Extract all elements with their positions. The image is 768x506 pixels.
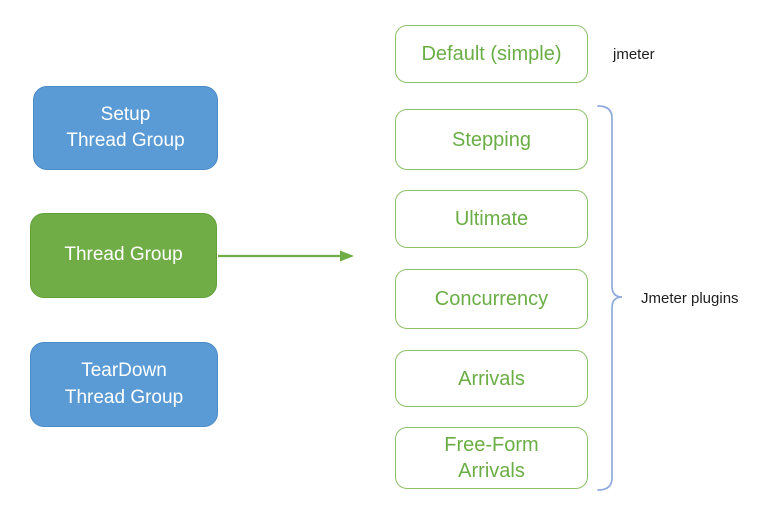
default-simple-box: Default (simple)	[395, 25, 588, 83]
teardown-thread-group-box: TearDown Thread Group	[30, 342, 218, 427]
thread-group-box: Thread Group	[30, 213, 217, 298]
right-curly-brace-icon	[597, 105, 623, 491]
jmeter-plugins-label: Jmeter plugins	[641, 290, 739, 307]
ultimate-box: Ultimate	[395, 190, 588, 248]
free-form-arrivals-box: Free-Form Arrivals	[395, 427, 588, 489]
arrivals-box: Arrivals	[395, 350, 588, 407]
flow-arrow-icon	[218, 250, 354, 262]
concurrency-box: Concurrency	[395, 269, 588, 329]
jmeter-label: jmeter	[613, 46, 655, 63]
setup-thread-group-box: Setup Thread Group	[33, 86, 218, 170]
stepping-box: Stepping	[395, 109, 588, 170]
